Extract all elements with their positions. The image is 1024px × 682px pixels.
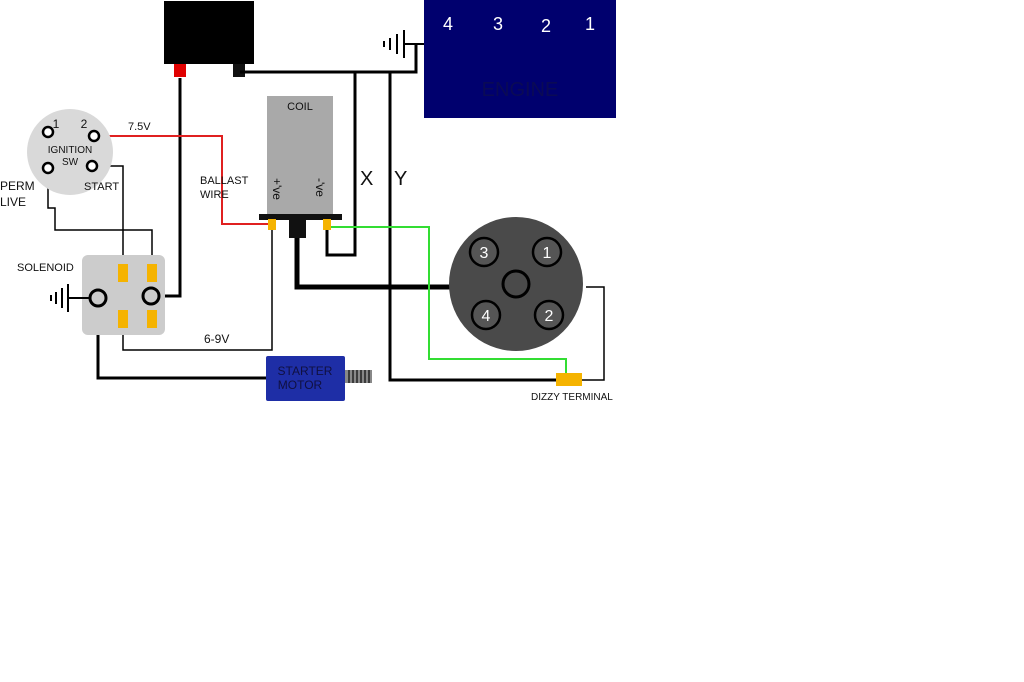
- ballast-label: BALLAST: [200, 175, 249, 187]
- battery: [164, 1, 254, 77]
- solenoid-spade-2: [147, 264, 157, 282]
- svg-text:4: 4: [482, 308, 491, 325]
- ht-lead: [294, 238, 510, 290]
- engine-earth-icon: [383, 30, 424, 58]
- solenoid-earth-icon: [50, 284, 90, 312]
- start-label: START: [84, 181, 119, 193]
- ignition-terminal-2-label: 2: [81, 117, 88, 131]
- ballast-wire: [94, 135, 272, 225]
- svg-text:2: 2: [545, 308, 554, 325]
- coil-positive-label: +'ve: [270, 178, 284, 200]
- ignition-terminal-2[interactable]: [87, 129, 101, 143]
- coil-label: COIL: [287, 101, 313, 113]
- battery-positive-terminal: [174, 64, 186, 77]
- y-wire-label: Y: [394, 168, 407, 190]
- voltage-6-9-label: 6-9V: [204, 332, 229, 346]
- solenoid[interactable]: [82, 255, 165, 335]
- wire-label: WIRE: [200, 189, 229, 201]
- starter-label-2: MOTOR: [278, 378, 323, 392]
- cylinder-1-label: 1: [585, 14, 595, 34]
- distributor-to-dizzy-wire: [582, 286, 605, 381]
- starter-motor[interactable]: STARTER MOTOR: [266, 356, 372, 401]
- x-wire: [325, 72, 357, 257]
- starter-label-1: STARTER: [278, 364, 333, 378]
- coil-positive-terminal: [268, 219, 276, 230]
- battery-earth-wire: [240, 44, 418, 74]
- battery-feed-wire: [160, 78, 182, 298]
- solenoid-spade-1: [118, 264, 128, 282]
- svg-text:3: 3: [480, 245, 489, 262]
- y-wire: [388, 72, 558, 382]
- starter-pinion-icon: [348, 370, 370, 383]
- perm-label: PERM: [0, 179, 35, 193]
- ignition-terminal-perm[interactable]: [41, 161, 55, 175]
- x-wire-label: X: [360, 168, 373, 190]
- distributor-segment-2: 2: [533, 299, 565, 331]
- solenoid-spade-4: [147, 310, 157, 328]
- live-label: LIVE: [0, 195, 26, 209]
- ignition-switch[interactable]: 1 2 IGNITION SW: [27, 109, 113, 195]
- coil[interactable]: COIL +'ve -'ve: [259, 96, 342, 238]
- distributor-segment-1: 1: [531, 236, 563, 268]
- engine-label: ENGINE: [482, 79, 559, 101]
- engine-block: 4 3 2 1 ENGINE: [424, 0, 616, 118]
- battery-negative-terminal: [233, 64, 245, 77]
- coil-negative-terminal: [323, 219, 331, 230]
- voltage-7-5-label: 7.5V: [128, 121, 151, 133]
- cylinder-3-label: 3: [493, 14, 503, 34]
- dizzy-terminal[interactable]: [556, 373, 582, 386]
- coil-negative-label: -'ve: [313, 178, 327, 197]
- trigger-wire: [327, 226, 567, 376]
- cylinder-4-label: 4: [443, 14, 453, 34]
- solenoid-battery-post: [141, 286, 161, 306]
- dizzy-terminal-label: DIZZY TERMINAL: [531, 392, 613, 403]
- ignition-sw-label: SW: [62, 157, 79, 168]
- cylinder-2-label: 2: [541, 16, 551, 36]
- ignition-terminal-1-label: 1: [53, 117, 60, 131]
- distributor[interactable]: 3 1 4 2: [449, 217, 583, 351]
- solenoid-label: SOLENOID: [17, 262, 74, 274]
- ignition-label: IGNITION: [48, 145, 92, 156]
- ignition-terminal-start[interactable]: [85, 159, 99, 173]
- distributor-segment-4: 4: [470, 299, 502, 331]
- solenoid-spade-3: [118, 310, 128, 328]
- distributor-segment-3: 3: [468, 236, 500, 268]
- ignition-terminal-1[interactable]: [41, 125, 55, 139]
- perm-live-wire: [47, 168, 153, 268]
- svg-text:1: 1: [543, 245, 552, 262]
